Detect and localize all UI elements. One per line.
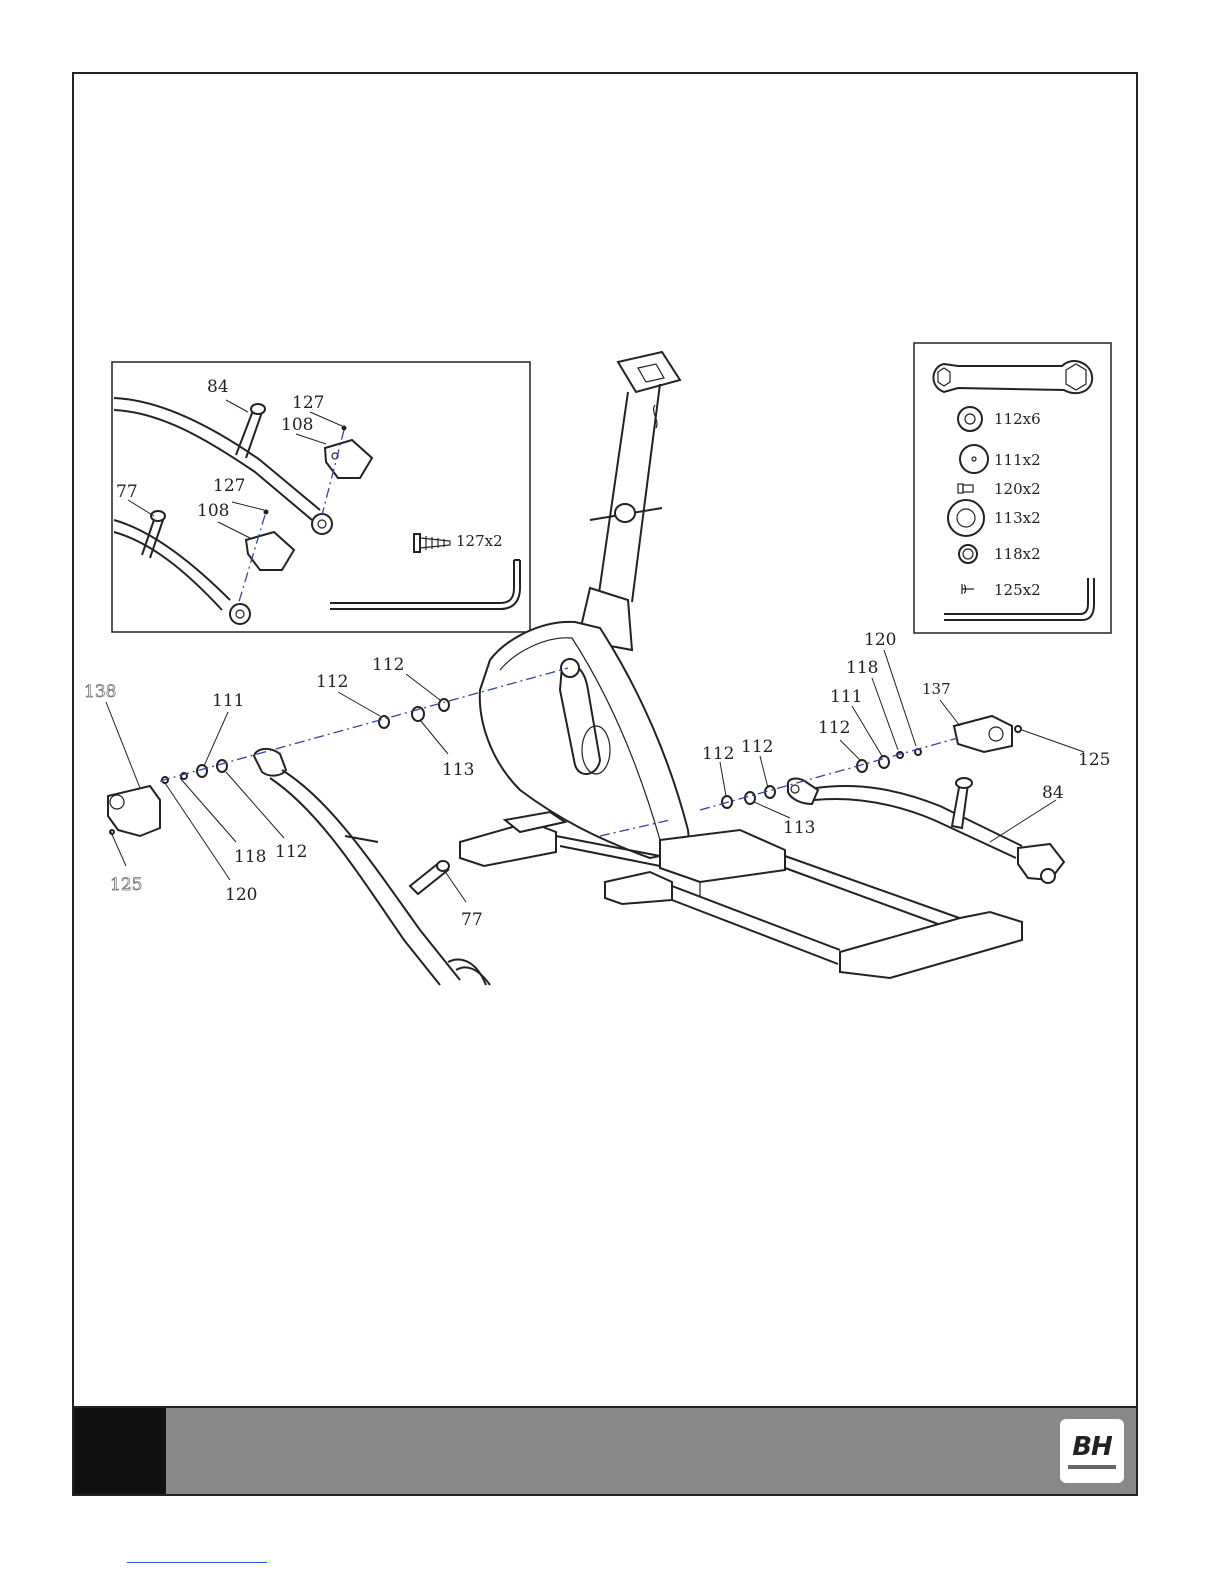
label-112-b: 112 xyxy=(316,672,348,692)
label-84-inset: 84 xyxy=(207,377,229,397)
label-77-inset: 77 xyxy=(116,482,138,502)
label-113-left: 113 xyxy=(442,760,474,780)
label-112-c: 112 xyxy=(372,655,404,675)
hardware-125x2: 125x2 xyxy=(994,581,1041,599)
end-cap-138 xyxy=(108,786,160,836)
label-138: 138 xyxy=(84,682,116,702)
page-footer: BH xyxy=(72,1406,1138,1496)
hardware-120x2: 120x2 xyxy=(994,480,1041,498)
label-125-right: 125 xyxy=(1078,750,1110,770)
label-120-right: 120 xyxy=(864,630,896,650)
label-127x2: 127x2 xyxy=(456,532,503,550)
label-108-top-inset: 108 xyxy=(281,415,313,435)
label-111-right: 111 xyxy=(830,687,862,707)
label-112-d: 112 xyxy=(702,744,734,764)
bottom-link-underline[interactable] xyxy=(127,1562,267,1563)
bh-logo: BH xyxy=(1060,1419,1124,1483)
footer-page-number-block xyxy=(74,1408,166,1494)
right-pedal-arm xyxy=(788,778,1064,883)
bh-logo-text: BH xyxy=(1060,1432,1124,1462)
hardware-112x6: 112x6 xyxy=(994,410,1041,428)
hardware-113x2: 113x2 xyxy=(994,509,1041,527)
label-112-f: 112 xyxy=(818,718,850,738)
left-pedal-arm xyxy=(254,749,490,985)
label-127-bottom-inset: 127 xyxy=(213,476,245,496)
hardware-118x2: 118x2 xyxy=(994,545,1041,563)
label-113-right: 113 xyxy=(783,818,815,838)
label-112-a: 112 xyxy=(275,842,307,862)
label-108-bottom-inset: 108 xyxy=(197,501,229,521)
label-84-main: 84 xyxy=(1042,783,1064,803)
label-112-e: 112 xyxy=(741,737,773,757)
bh-logo-underline xyxy=(1068,1465,1116,1469)
hardware-111x2: 111x2 xyxy=(994,451,1041,469)
label-120-left: 120 xyxy=(225,885,257,905)
label-127-top-inset: 127 xyxy=(292,393,324,413)
label-111-left: 111 xyxy=(212,691,244,711)
label-137: 137 xyxy=(922,680,951,698)
label-118-left: 118 xyxy=(234,847,266,867)
label-118-right: 118 xyxy=(846,658,878,678)
label-77-main: 77 xyxy=(461,910,483,930)
label-125-left: 125 xyxy=(110,875,142,895)
